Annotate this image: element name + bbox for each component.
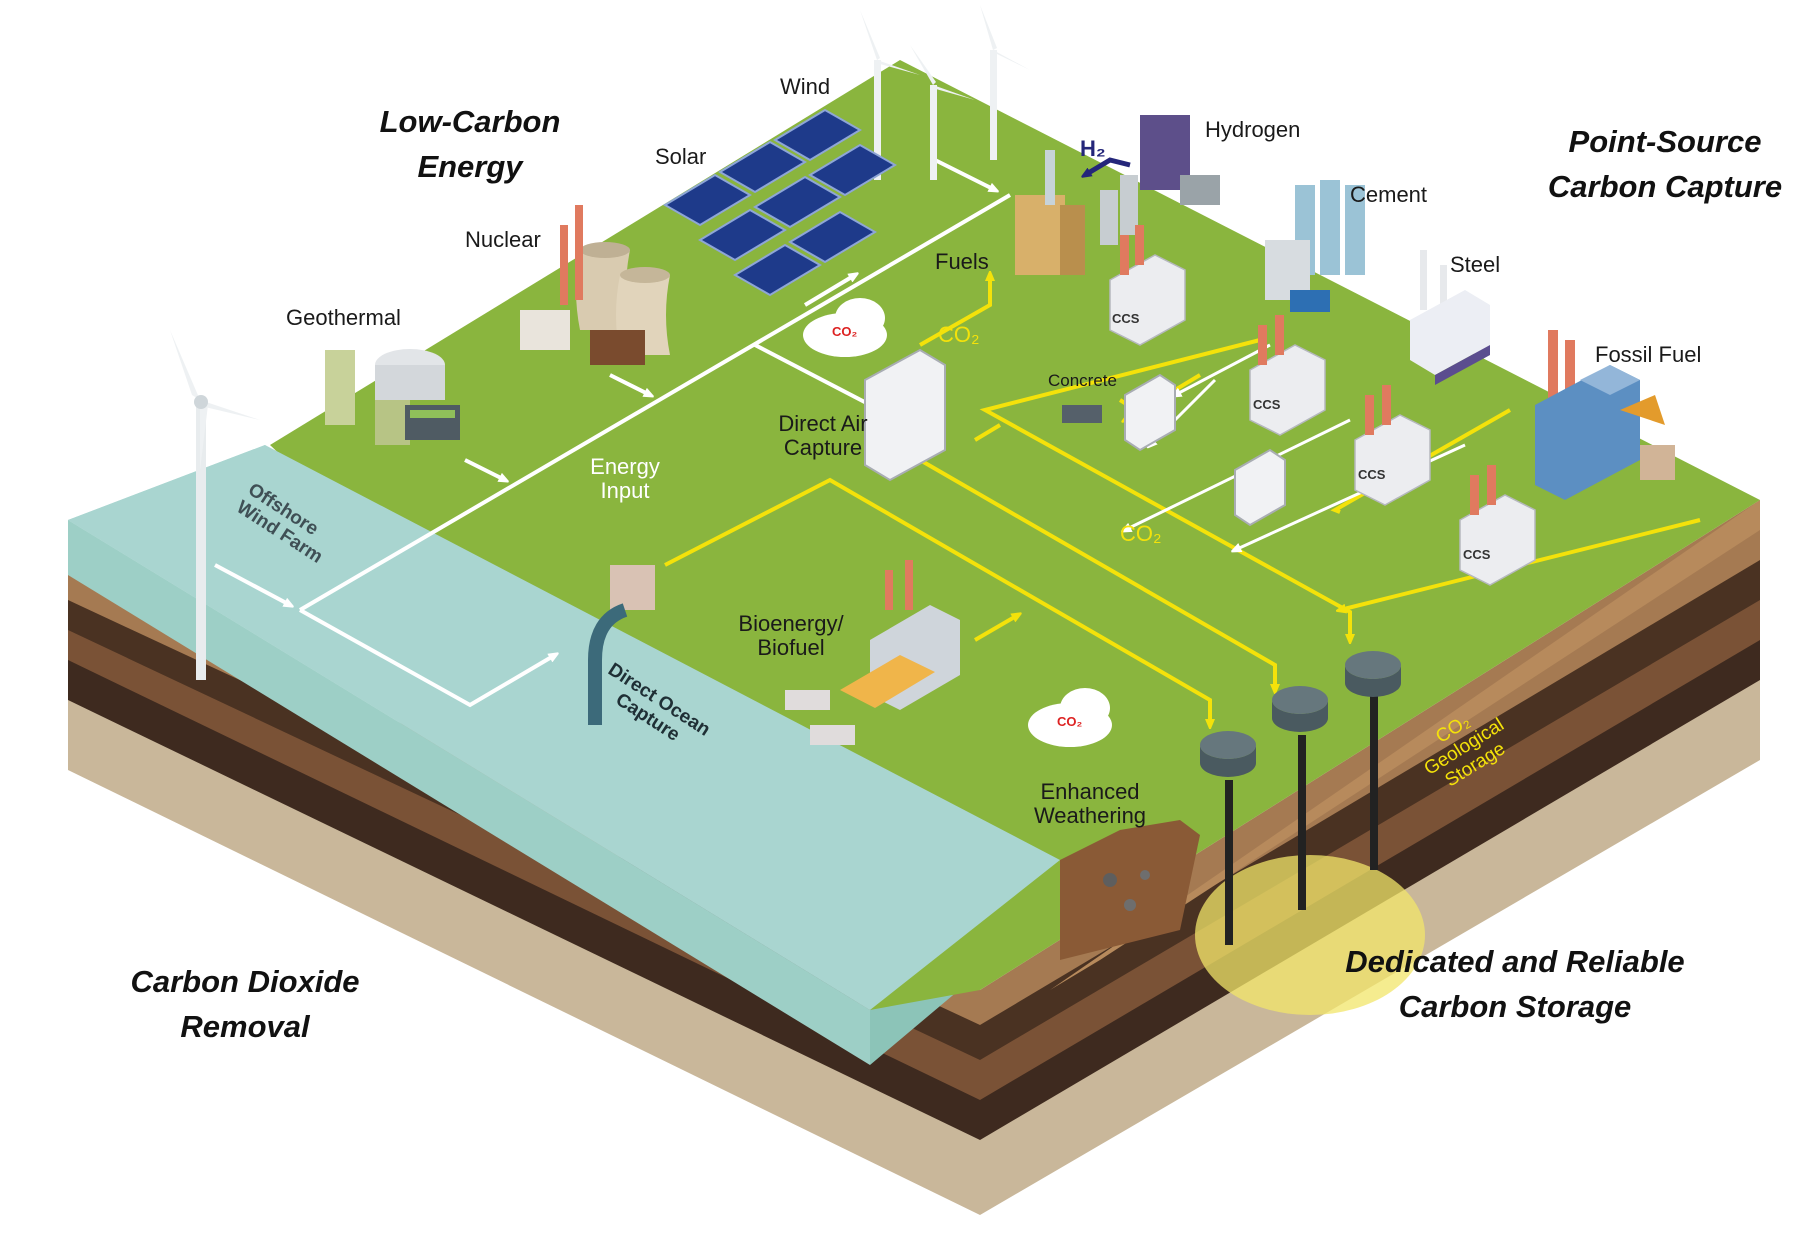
ocean-side: [68, 520, 870, 1065]
label-line: Bioenergy/: [738, 611, 844, 636]
label-cement: Cement: [1350, 182, 1428, 207]
concrete-blocks-icon: [1062, 405, 1102, 423]
cliff-dirt: [1060, 820, 1200, 960]
label-line: Direct Air: [778, 411, 868, 436]
ccs-tag: CCS: [1112, 311, 1140, 326]
heading-line: Dedicated and Reliable: [1345, 944, 1685, 979]
co2-cloud-label: CO₂: [832, 324, 858, 339]
label-direct-air-capture: Direct Air Capture: [748, 411, 898, 461]
ccs-tag: CCS: [1463, 547, 1491, 562]
label-line: Energy: [590, 454, 660, 479]
label-hydrogen: Hydrogen: [1205, 117, 1301, 142]
label-fossil-fuel: Fossil Fuel: [1595, 342, 1702, 367]
offshore-wind-turbine-icon: [170, 330, 260, 680]
label-wind: Wind: [780, 74, 831, 99]
label-line: Capture: [783, 435, 863, 461]
heading-line: Energy: [417, 148, 523, 184]
bioenergy-plant-icon: [785, 560, 960, 745]
label-geothermal: Geothermal: [286, 305, 401, 330]
geothermal-plant-icon: [325, 349, 460, 445]
ccs-units-icon: [1109, 254, 1536, 586]
heading-line: Point-Source: [1568, 124, 1762, 159]
wind-turbines-icon: [860, 5, 1030, 180]
label-bioenergy: Bioenergy/ Biofuel: [726, 611, 856, 661]
heading-line: Carbon Dioxide: [130, 964, 360, 999]
injection-wells: [1200, 651, 1401, 945]
co2-cloud-label: CO₂: [1057, 714, 1083, 729]
hydrogen-arrow: [1085, 157, 1131, 175]
energy-flow-lines: [214, 158, 1012, 708]
fuels-plant-icon: [1015, 150, 1085, 275]
label-line: Weathering: [1033, 803, 1147, 829]
heading-line: Removal: [180, 1008, 310, 1044]
ccs-tag: CCS: [1253, 397, 1281, 412]
fossil-fuel-plant-icon: [1535, 330, 1675, 500]
heading-line: Carbon Capture: [1547, 168, 1783, 204]
nuclear-plant-icon: [520, 205, 670, 365]
storage-plume: [1195, 855, 1425, 1015]
heading-line: Low-Carbon: [379, 104, 561, 139]
label-enhanced-weathering: Enhanced Weathering: [1015, 779, 1165, 829]
heading-carbon-dioxide-removal: Carbon Dioxide Removal: [95, 960, 395, 1050]
label-line: Input: [600, 478, 650, 504]
label-concrete: Concrete: [1048, 371, 1117, 390]
ccs-chimneys: [1120, 225, 1496, 515]
cement-plant-icon: [1265, 180, 1365, 312]
steel-plant-icon: [1410, 250, 1490, 385]
heading-dedicated-storage: Dedicated and Reliable Carbon Storage: [1320, 940, 1710, 1030]
label-h2: H₂: [1080, 136, 1106, 161]
co2-cloud-icons: [803, 298, 1112, 747]
solar-panels-icon: [663, 108, 897, 297]
heading-point-source-capture: Point-Source Carbon Capture: [1520, 120, 1810, 210]
label-steel: Steel: [1450, 252, 1501, 277]
heading-low-carbon-energy: Low-Carbon Energy: [330, 100, 610, 190]
label-energy-input: Energy Input: [575, 454, 675, 504]
label-solar: Solar: [655, 144, 707, 169]
ocean-capture-unit-icon: [588, 565, 655, 725]
label-co2-fuels: CO₂: [938, 322, 980, 347]
heading-line: Carbon Storage: [1398, 988, 1632, 1024]
ccs-tag: CCS: [1358, 467, 1386, 482]
label-nuclear: Nuclear: [465, 227, 541, 252]
label-co2-capture: CO₂: [1120, 521, 1162, 546]
label-fuels: Fuels: [935, 249, 989, 274]
hydrogen-plant-icon: [1100, 115, 1220, 245]
label-line: Biofuel: [757, 635, 825, 661]
dac-units-icon: [864, 348, 1286, 527]
label-line: Enhanced: [1040, 779, 1140, 804]
